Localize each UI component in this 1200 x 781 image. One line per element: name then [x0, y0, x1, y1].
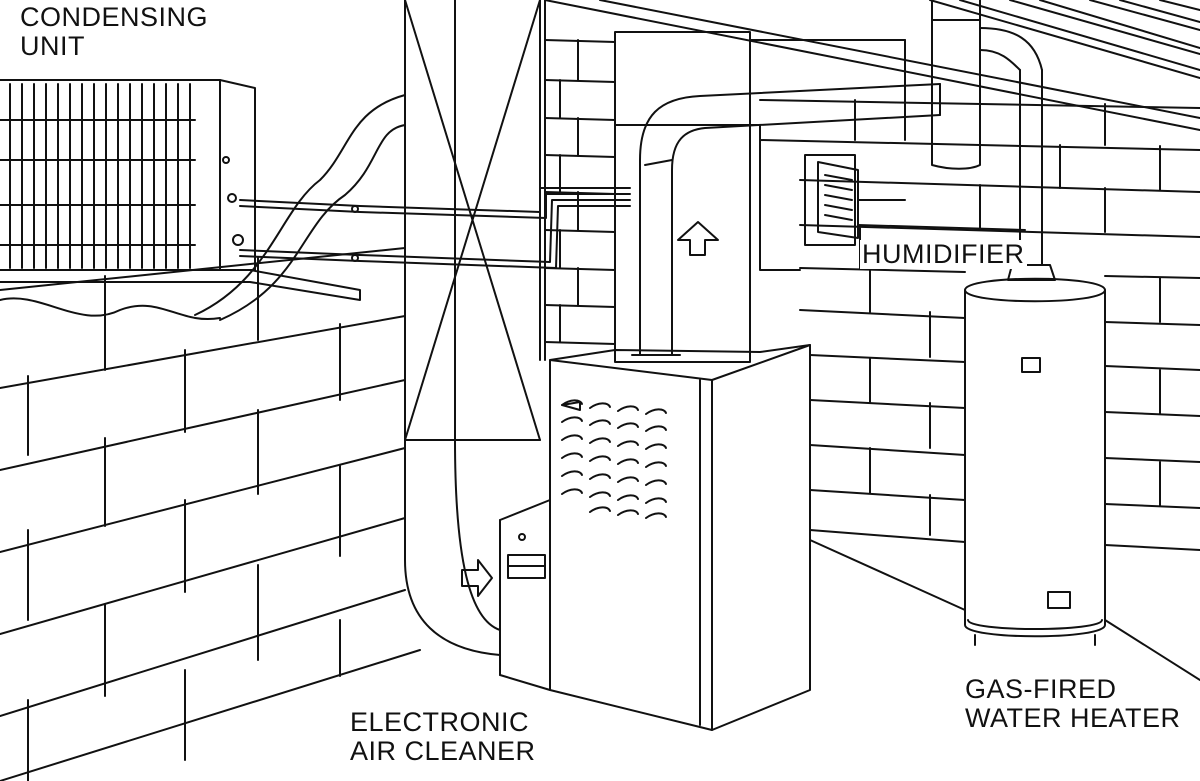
- electronic-air-cleaner-label-line-2: AIR CLEANER: [350, 736, 536, 766]
- condensing-unit-label-line-2: UNIT: [20, 31, 85, 61]
- condensing-unit-drawing: [0, 79, 361, 321]
- humidifier-label-line-1: HUMIDIFIER: [862, 239, 1025, 269]
- ceiling-joists: [544, 0, 1200, 131]
- right-wall: [759, 99, 1200, 681]
- water-heater-label-line-2: WATER HEATER: [965, 703, 1181, 733]
- flex-hose: [194, 94, 406, 321]
- condensing-unit-label-line-1: CONDENSING: [20, 2, 209, 32]
- return-duct: [404, 0, 541, 656]
- condensing-unit-label: CONDENSING UNIT: [20, 3, 208, 61]
- left-wall: [0, 247, 421, 781]
- water-heater-label-line-1: GAS-FIRED: [965, 674, 1117, 704]
- electronic-air-cleaner-label: ELECTRONIC AIR CLEANER: [350, 708, 536, 766]
- humidifier-label: HUMIDIFIER: [860, 240, 1027, 269]
- flue-pipe: [631, 83, 941, 356]
- water-heater-drawing: [931, 0, 1106, 646]
- air-cleaner-drawing: [499, 499, 551, 691]
- electronic-air-cleaner-label-line-1: ELECTRONIC: [350, 707, 530, 737]
- humidifier-drawing: [804, 154, 1026, 246]
- water-heater-label: GAS-FIRED WATER HEATER: [965, 675, 1181, 733]
- refrigerant-lines: [239, 187, 631, 269]
- furnace-drawing: [549, 31, 906, 731]
- back-wall: [544, 0, 616, 361]
